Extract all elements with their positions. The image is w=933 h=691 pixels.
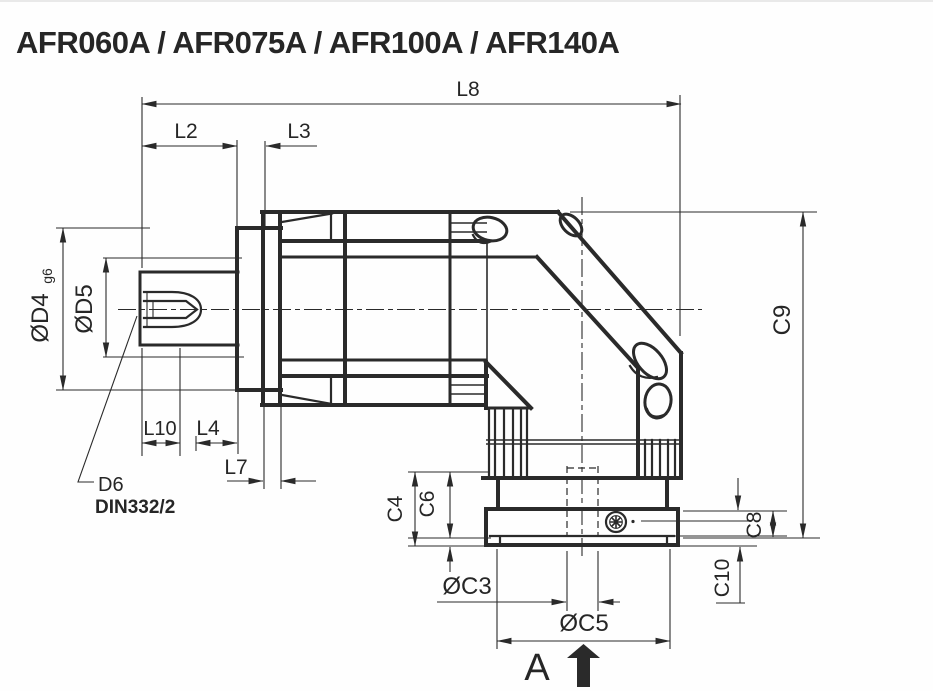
dim-label-c6: C6 — [416, 491, 439, 518]
page-title: AFR060A / AFR075A / AFR100A / AFR140A — [16, 25, 620, 60]
dim-label-d5: ØD5 — [71, 284, 98, 333]
view-indicator: A — [524, 644, 600, 689]
bolt-holes — [471, 212, 673, 420]
dim-label-l8: L8 — [456, 78, 479, 101]
dim-label-c5: ØC5 — [559, 610, 608, 637]
callout-label-d6: D6 — [98, 474, 124, 496]
extension-lines — [56, 95, 820, 649]
dim-label-d4-tolerance: g6 — [39, 268, 55, 284]
callout-d6: D6 DIN332/2 — [77, 315, 175, 518]
center-tap-hole — [142, 290, 203, 329]
callout-label-d6-standard: DIN332/2 — [95, 497, 175, 518]
gearbox-outline — [138, 209, 749, 547]
dim-label-l7: L7 — [224, 456, 247, 479]
view-label: A — [524, 647, 550, 689]
dim-l3: L3 — [265, 120, 317, 150]
output-flange — [484, 507, 680, 547]
dim-c3: ØC3 — [437, 573, 620, 606]
dim-c9: C9 — [769, 211, 807, 539]
dim-d4: ØD4 g6 — [27, 227, 67, 391]
dim-c4: C4 — [384, 471, 419, 547]
dim-label-c3: ØC3 — [442, 573, 491, 600]
dim-l7: L7 — [224, 456, 316, 485]
dim-label-l10: L10 — [143, 418, 176, 440]
dimensions: L8 L2 L3 ØD4 g6 ØD5 D6 DIN332/2 — [27, 78, 820, 689]
dim-c8: C8 — [743, 510, 777, 539]
dim-c6: C6 — [416, 471, 454, 572]
dim-l2: L2 — [141, 120, 238, 150]
centerlines — [118, 197, 702, 559]
dim-label-l2: L2 — [174, 120, 197, 143]
dim-l8: L8 — [141, 78, 682, 108]
dim-label-c8: C8 — [743, 512, 766, 539]
dim-label-c10: C10 — [711, 559, 734, 598]
dim-d5: ØD5 — [71, 257, 110, 358]
output-column-ribs — [481, 406, 683, 511]
dim-label-c4: C4 — [384, 495, 407, 522]
hidden-bore-lines — [566, 466, 599, 537]
dim-c10: C10 — [711, 478, 744, 603]
dim-label-d4: ØD4 — [27, 293, 54, 342]
dim-l10: L10 — [141, 418, 181, 447]
dim-label-l4: L4 — [196, 417, 220, 440]
dim-label-c9: C9 — [769, 305, 796, 336]
dim-c5: ØC5 — [496, 610, 671, 645]
dim-label-l3: L3 — [287, 120, 310, 143]
set-screw — [604, 510, 749, 534]
view-direction-arrow-icon — [567, 644, 600, 687]
dim-l4: L4 — [195, 417, 238, 447]
